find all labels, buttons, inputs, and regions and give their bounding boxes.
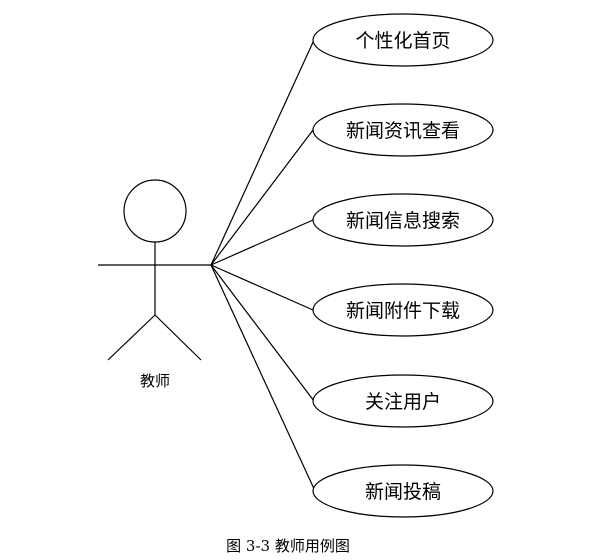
use-case-news-submission: 新闻投稿 xyxy=(312,464,494,518)
use-case-label: 个性化首页 xyxy=(355,30,450,52)
actor-head xyxy=(123,179,187,243)
use-case-label: 新闻资讯查看 xyxy=(346,120,460,142)
use-case-news-view: 新闻资讯查看 xyxy=(312,103,494,157)
association-line xyxy=(210,264,316,492)
use-case-label: 新闻投稿 xyxy=(365,481,441,503)
use-cases: 个性化首页 新闻资讯查看 新闻信息搜索 新闻附件下载 关注用户 新闻投稿 xyxy=(312,13,494,518)
use-case-label: 关注用户 xyxy=(365,391,441,413)
actor-left-leg xyxy=(107,314,156,361)
actor-label: 教师 xyxy=(140,372,170,390)
actor-right-leg xyxy=(154,314,202,361)
use-case-ellipse xyxy=(312,464,494,518)
association-line xyxy=(210,264,315,402)
use-case-ellipse xyxy=(312,283,494,337)
use-case-ellipse xyxy=(312,103,494,157)
actor-teacher: 教师 xyxy=(98,179,211,390)
use-case-ellipse xyxy=(312,374,494,428)
use-case-ellipse xyxy=(312,13,494,67)
use-case-ellipse xyxy=(312,193,494,247)
association-lines xyxy=(210,39,316,492)
use-case-label: 新闻信息搜索 xyxy=(346,210,460,232)
use-case-follow-user: 关注用户 xyxy=(312,374,494,428)
association-line xyxy=(210,129,314,266)
association-line xyxy=(210,264,314,311)
use-case-news-search: 新闻信息搜索 xyxy=(312,193,494,247)
figure-caption: 图 3-3 教师用例图 xyxy=(226,537,350,555)
association-line xyxy=(210,219,314,266)
use-case-personalized-home: 个性化首页 xyxy=(312,13,494,67)
use-case-attachment-download: 新闻附件下载 xyxy=(312,283,494,337)
association-line xyxy=(210,39,315,266)
use-case-label: 新闻附件下载 xyxy=(346,300,460,322)
